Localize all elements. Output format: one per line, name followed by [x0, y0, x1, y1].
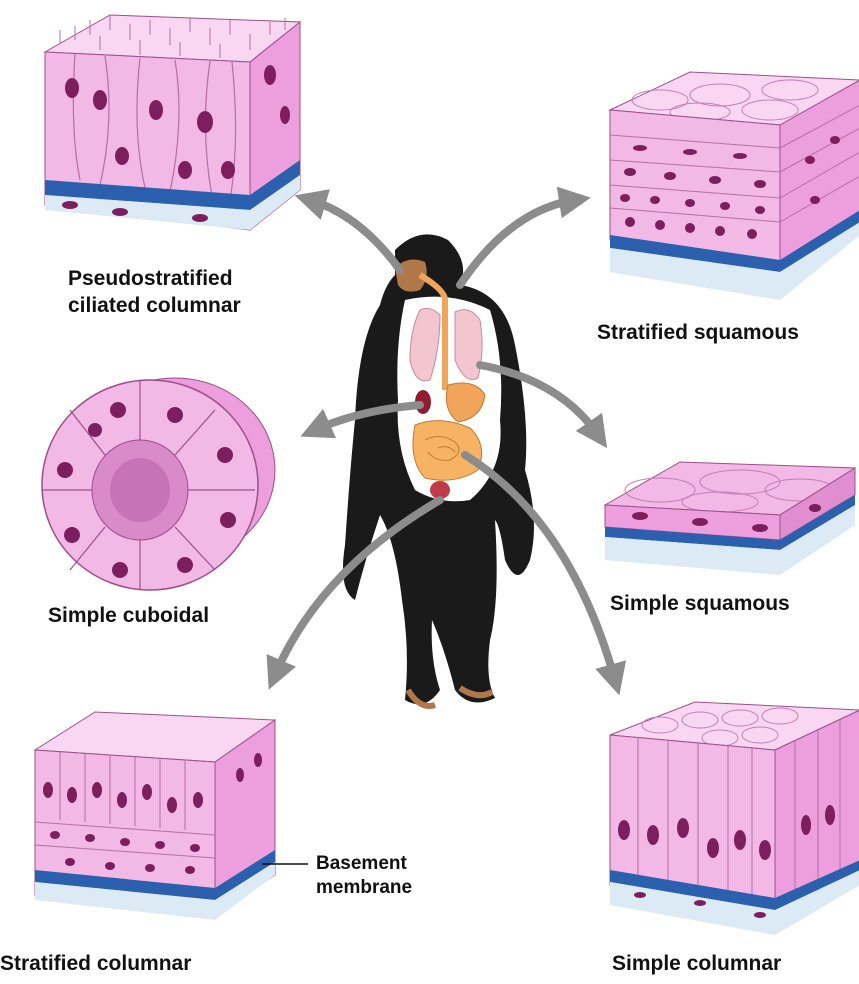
stratified-columnar-tissue: [35, 712, 275, 920]
pseudostratified-label-line2: ciliated columnar: [68, 293, 241, 318]
simple-squamous-tissue: [605, 462, 855, 575]
simple-cuboidal-tissue: [42, 378, 275, 590]
basement-membrane-label-line2: membrane: [316, 877, 412, 899]
simple-columnar-tissue: [610, 702, 859, 935]
arrow-to-pseudostratified: [310, 200, 400, 270]
basement-membrane-label-line1: Basement: [316, 853, 407, 875]
simple-squamous-label: Simple squamous: [610, 591, 790, 616]
stratified-squamous-tissue: [610, 72, 859, 300]
stratified-squamous-label: Stratified squamous: [597, 320, 799, 345]
simple-columnar-label: Simple columnar: [612, 951, 781, 976]
stratified-columnar-label: Stratified columnar: [0, 951, 191, 976]
pseudostratified-label-line1: Pseudostratified: [68, 266, 233, 291]
pseudostratified-ciliated-columnar-tissue: [45, 15, 300, 230]
simple-cuboidal-label: Simple cuboidal: [48, 603, 209, 628]
arrow-to-stratified-squamous: [460, 200, 575, 285]
chimpanzee-illustration: [343, 234, 534, 706]
